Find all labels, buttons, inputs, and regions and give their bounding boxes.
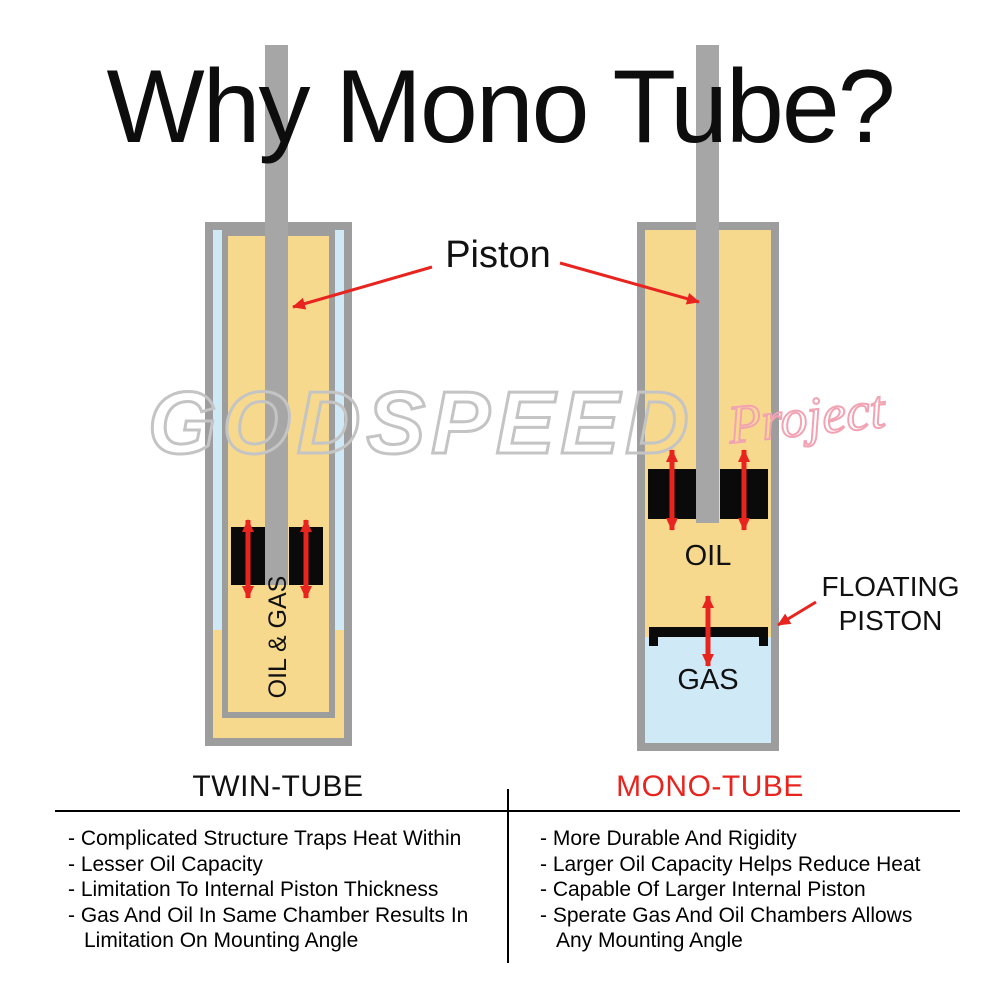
twin-oil-gas-chamber-label: OIL & GAS bbox=[264, 575, 292, 699]
twin-tube-notes-list: - Complicated Structure Traps Heat Withi… bbox=[68, 826, 513, 954]
twin-piston-block-right bbox=[289, 527, 323, 585]
mono-note-4: - Sperate Gas And Oil Chambers Allows bbox=[540, 903, 913, 927]
mono-oil-label: OIL bbox=[684, 540, 732, 572]
mono-note-1: - More Durable And Rigidity bbox=[540, 827, 797, 850]
vertical-divider-line bbox=[507, 789, 509, 963]
twin-note-4: - Gas And Oil In Same Chamber Results In bbox=[68, 903, 469, 927]
mono-tube-caption: MONO-TUBE bbox=[616, 770, 804, 803]
floating-piston-label-line1: FLOATING bbox=[821, 571, 960, 602]
mono-gas-label: GAS bbox=[677, 664, 739, 696]
mono-piston-block-left bbox=[648, 469, 696, 519]
mono-tube-notes-list: - More Durable And Rigidity - Larger Oil… bbox=[540, 826, 972, 954]
floating-piston-bar bbox=[649, 627, 768, 637]
mono-note-4-continued: Any Mounting Angle bbox=[556, 929, 743, 952]
floating-piston-foot-left bbox=[649, 637, 658, 646]
twin-piston-block-left bbox=[231, 527, 265, 585]
twin-tube-piston-rod bbox=[265, 45, 288, 585]
page-title: Why Mono Tube? bbox=[106, 49, 895, 165]
floating-piston-label-line2: PISTON bbox=[838, 605, 943, 636]
twin-tube-caption: TWIN-TUBE bbox=[192, 770, 364, 803]
floating-piston-callout-label: FLOATING PISTON bbox=[798, 570, 983, 638]
twin-note-2: - Lesser Oil Capacity bbox=[68, 852, 263, 876]
twin-note-3: - Limitation To Internal Piston Thicknes… bbox=[68, 878, 439, 901]
twin-note-1: - Complicated Structure Traps Heat Withi… bbox=[68, 827, 462, 850]
mono-tube-piston-rod bbox=[696, 45, 719, 523]
mono-piston-block-right bbox=[720, 469, 768, 519]
mono-note-3: - Capable Of Larger Internal Piston bbox=[540, 878, 866, 901]
twin-note-4-continued: Limitation On Mounting Angle bbox=[84, 929, 359, 952]
mono-note-2: - Larger Oil Capacity Helps Reduce Heat bbox=[540, 852, 921, 876]
piston-callout-label: Piston bbox=[445, 234, 551, 276]
floating-piston-foot-right bbox=[759, 637, 768, 646]
